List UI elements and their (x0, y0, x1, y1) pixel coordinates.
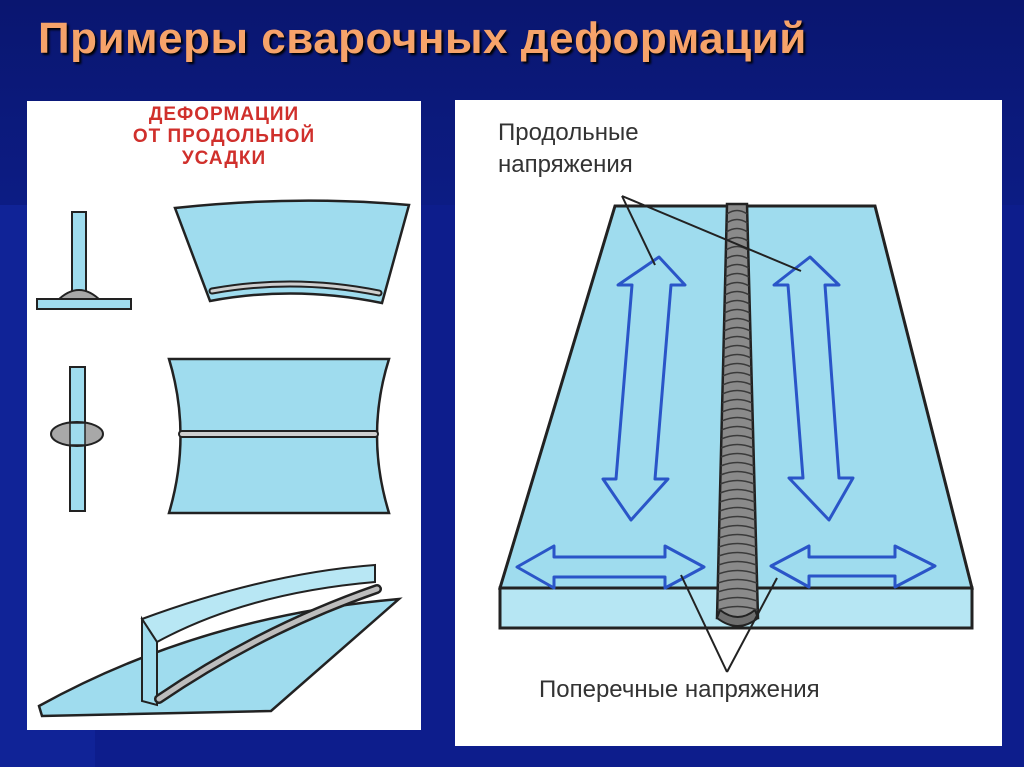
heading-line-3: УСАДКИ (181, 148, 267, 169)
bent-t-beam-figure (37, 563, 403, 718)
leader-longitudinal-right (621, 195, 802, 272)
butt-joint-section-figure (50, 366, 104, 512)
longitudinal-arrows (601, 255, 855, 522)
hourglass-plate-figure (167, 357, 391, 515)
t-joint-section-figure (36, 211, 132, 310)
shrinkage-diagrams (36, 199, 411, 718)
heading-line-2: ОТ ПРОДОЛЬНОЙ (132, 126, 316, 147)
transverse-arrow-left (515, 544, 706, 590)
longitudinal-arrow-right (772, 255, 855, 522)
right-illustration-panel: Продольные напряжения Поперечные напряже… (455, 100, 1002, 746)
transverse-arrow-right (769, 544, 937, 589)
leader-longitudinal-left (621, 195, 656, 266)
slide-title: Примеры сварочных деформаций (38, 14, 807, 63)
heading-line-1: ДЕФОРМАЦИИ (148, 104, 300, 125)
leader-lines (621, 195, 802, 673)
label-longitudinal-line2: напряжения (498, 151, 633, 178)
transverse-arrows (515, 544, 937, 590)
left-illustration-panel: ДЕФОРМАЦИИ ОТ ПРОДОЛЬНОЙ УСАДКИ (27, 101, 421, 730)
welded-plate-stress-diagram (497, 195, 974, 673)
label-transverse: Поперечные напряжения (539, 676, 820, 703)
longitudinal-arrow-left (601, 255, 687, 522)
weld-bead (715, 202, 760, 627)
curved-plate-figure (173, 199, 411, 305)
label-longitudinal-line1: Продольные (498, 119, 639, 146)
leader-transverse-left (680, 574, 728, 673)
leader-transverse-right (726, 577, 778, 673)
